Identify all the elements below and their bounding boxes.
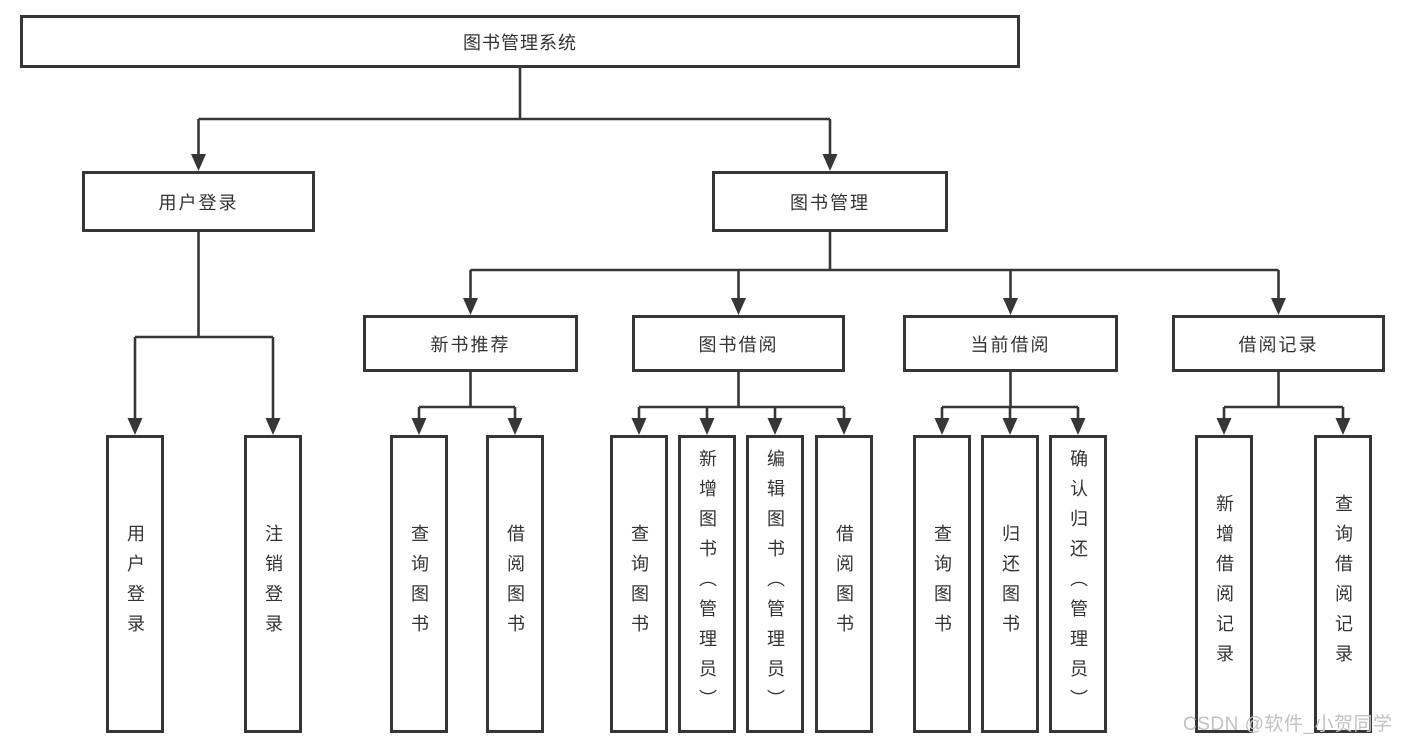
node-label: 归还图书 xyxy=(1000,524,1020,644)
node-label: 借阅图书 xyxy=(505,524,525,644)
node-label: 图书借阅 xyxy=(698,334,779,355)
node-book-borrow: 图书借阅 xyxy=(632,315,845,372)
node-label: 图书管理系统 xyxy=(463,32,577,53)
node-label: 当前借阅 xyxy=(970,334,1051,355)
node-label: 确认归还（管理员） xyxy=(1068,449,1088,719)
node-label: 新增图书（管理员） xyxy=(697,449,717,719)
node-label: 用户登录 xyxy=(125,524,145,644)
leaf-edit-book-admin: 编辑图书（管理员） xyxy=(746,435,804,733)
leaf-add-book-admin: 新增图书（管理员） xyxy=(678,435,736,733)
node-label: 查询借阅记录 xyxy=(1333,494,1353,674)
node-user-login: 用户登录 xyxy=(82,171,315,232)
leaf-query-books-recommend: 查询图书 xyxy=(390,435,448,733)
node-label: 借阅记录 xyxy=(1238,334,1319,355)
leaf-borrow-books-recommend: 借阅图书 xyxy=(486,435,544,733)
leaf-add-borrow-record: 新增借阅记录 xyxy=(1195,435,1253,733)
node-label: 新书推荐 xyxy=(430,334,511,355)
leaf-query-books-borrow: 查询图书 xyxy=(610,435,668,733)
leaf-user-login: 用户登录 xyxy=(106,435,164,733)
node-borrow-records: 借阅记录 xyxy=(1172,315,1385,372)
csdn-watermark: CSDN @软件_小贺同学 xyxy=(1183,714,1393,735)
node-label: 注销登录 xyxy=(263,524,283,644)
node-label: 新增借阅记录 xyxy=(1214,494,1234,674)
node-new-book-recommend: 新书推荐 xyxy=(363,315,578,372)
leaf-logout: 注销登录 xyxy=(244,435,302,733)
leaf-return-books: 归还图书 xyxy=(981,435,1039,733)
node-system-root: 图书管理系统 xyxy=(20,15,1020,68)
node-label: 查询图书 xyxy=(629,524,649,644)
node-label: 查询图书 xyxy=(409,524,429,644)
node-label: 用户登录 xyxy=(158,192,239,213)
node-label: 借阅图书 xyxy=(834,524,854,644)
leaf-query-borrow-record: 查询借阅记录 xyxy=(1314,435,1372,733)
leaf-query-books-current: 查询图书 xyxy=(913,435,971,733)
node-label: 图书管理 xyxy=(790,192,870,213)
node-label: 编辑图书（管理员） xyxy=(765,449,785,719)
leaf-confirm-return-admin: 确认归还（管理员） xyxy=(1049,435,1107,733)
leaf-borrow-books: 借阅图书 xyxy=(815,435,873,733)
node-label: 查询图书 xyxy=(932,524,952,644)
node-current-borrow: 当前借阅 xyxy=(903,315,1118,372)
node-book-management: 图书管理 xyxy=(712,171,948,232)
